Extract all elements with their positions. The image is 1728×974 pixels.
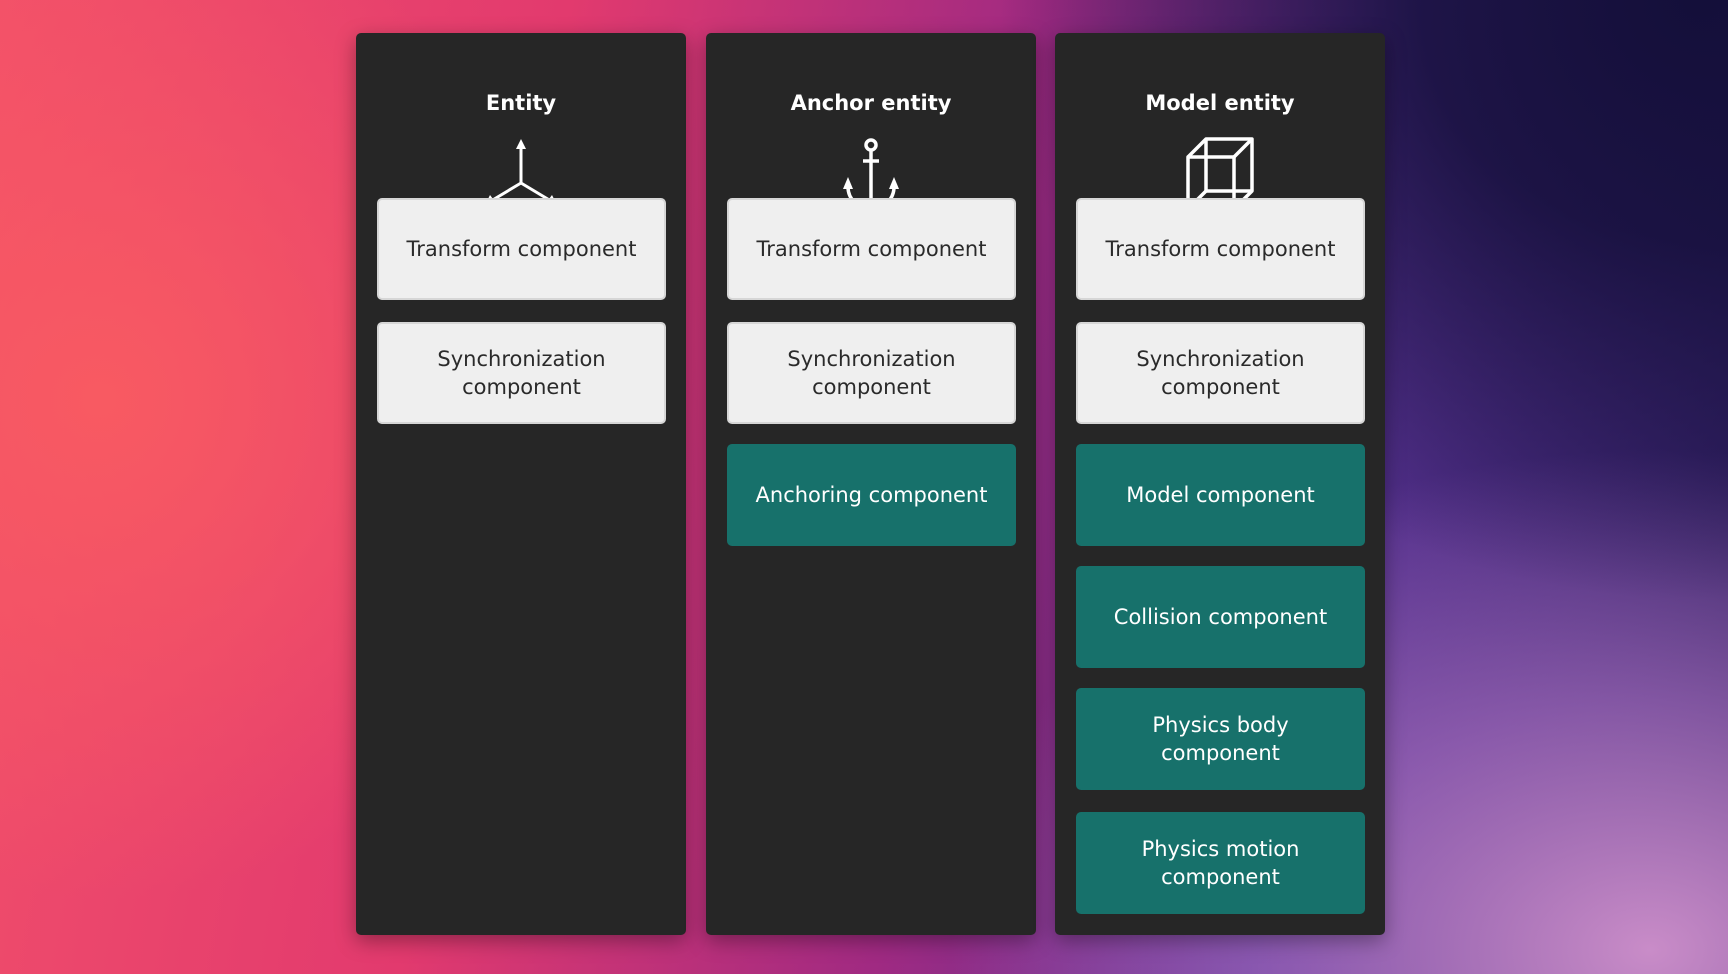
model-component: Model component bbox=[1076, 444, 1365, 546]
synchronization-component: Synchronization component bbox=[1076, 322, 1365, 424]
anchoring-component: Anchoring component bbox=[727, 444, 1016, 546]
column-title: Anchor entity bbox=[790, 91, 952, 115]
transform-component: Transform component bbox=[1076, 198, 1365, 300]
transform-component: Transform component bbox=[727, 198, 1016, 300]
entity-column: Entity Transform component Synchronizati… bbox=[356, 33, 686, 935]
model-entity-column: Model entity Transform component Synchro… bbox=[1055, 33, 1385, 935]
collision-component: Collision component bbox=[1076, 566, 1365, 668]
transform-component: Transform component bbox=[377, 198, 666, 300]
column-title: Model entity bbox=[1145, 91, 1295, 115]
synchronization-component: Synchronization component bbox=[727, 322, 1016, 424]
physics-motion-component: Physics motion component bbox=[1076, 812, 1365, 914]
anchor-entity-column: Anchor entity Transform component Synchr… bbox=[706, 33, 1036, 935]
physics-body-component: Physics body component bbox=[1076, 688, 1365, 790]
column-title: Entity bbox=[485, 91, 557, 115]
synchronization-component: Synchronization component bbox=[377, 322, 666, 424]
